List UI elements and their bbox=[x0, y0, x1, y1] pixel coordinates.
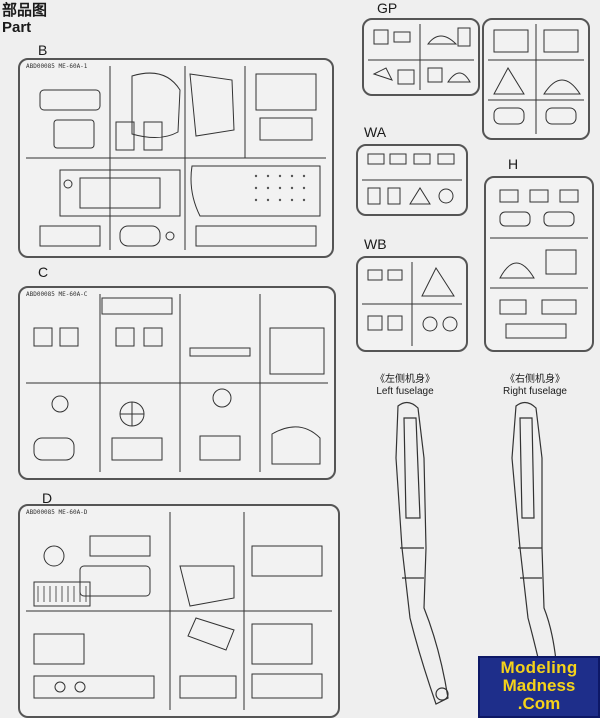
sprue-wb-label: WB bbox=[364, 236, 387, 252]
sprue-d: ABD00085 ME-60A-D bbox=[18, 504, 340, 718]
modeling-madness-logo: Modeling Madness .Com bbox=[478, 656, 600, 718]
sprue-wb-parts bbox=[362, 262, 462, 346]
sprue-wa bbox=[356, 144, 468, 216]
sprue-gp-1 bbox=[362, 18, 480, 96]
sprue-gp-label: GP bbox=[377, 0, 398, 16]
sprue-d-label: D bbox=[42, 490, 53, 506]
right-fuselage-part bbox=[511, 401, 559, 693]
sprue-wa-parts bbox=[362, 153, 462, 205]
right-fuselage-cn: 《右侧机身》 bbox=[505, 374, 565, 385]
sprue-wa-label: WA bbox=[364, 124, 387, 140]
logo-line-2: Madness bbox=[502, 676, 576, 695]
header-title-cn: 部品图 bbox=[2, 2, 48, 19]
sprue-h-label: H bbox=[508, 156, 519, 172]
sprue-b-tag: ABD00085 ME-60A-1 bbox=[26, 63, 88, 70]
sprue-gp-2 bbox=[482, 18, 590, 140]
page-header: 部品图 Part bbox=[2, 2, 47, 36]
sprue-d-tag: ABD00085 ME-60A-D bbox=[26, 509, 88, 516]
left-fuselage-cn: 《左侧机身》 bbox=[375, 374, 435, 385]
sprue-wb bbox=[356, 256, 468, 352]
sprue-b-parts bbox=[26, 66, 326, 250]
sprue-c-parts bbox=[26, 294, 328, 472]
sprue-c: ABD00085 ME-60A-C bbox=[18, 286, 336, 480]
left-fuselage-title: 《左侧机身》 Left fuselage bbox=[346, 374, 464, 398]
sprue-h-parts bbox=[490, 189, 588, 339]
right-fuselage-en: Right fuselage bbox=[503, 386, 567, 397]
sprue-gp-2-parts bbox=[488, 24, 584, 134]
header-title-en: Part bbox=[2, 19, 32, 36]
sprue-b: ABD00085 ME-60A-1 bbox=[18, 58, 334, 258]
logo-line-1: Modeling bbox=[500, 658, 578, 677]
sprue-c-tag: ABD00085 ME-60A-C bbox=[26, 291, 88, 298]
right-fuselage-title: 《右侧机身》 Right fuselage bbox=[472, 374, 598, 398]
left-fuselage-part bbox=[395, 401, 449, 705]
sprue-d-parts bbox=[26, 512, 332, 710]
logo-line-3: .Com bbox=[517, 694, 561, 713]
sprue-b-label: B bbox=[38, 42, 48, 58]
sprue-h bbox=[484, 176, 594, 352]
left-fuselage-en: Left fuselage bbox=[376, 386, 434, 397]
sprue-c-label: C bbox=[38, 264, 49, 280]
sprue-gp-1-parts bbox=[368, 24, 474, 90]
